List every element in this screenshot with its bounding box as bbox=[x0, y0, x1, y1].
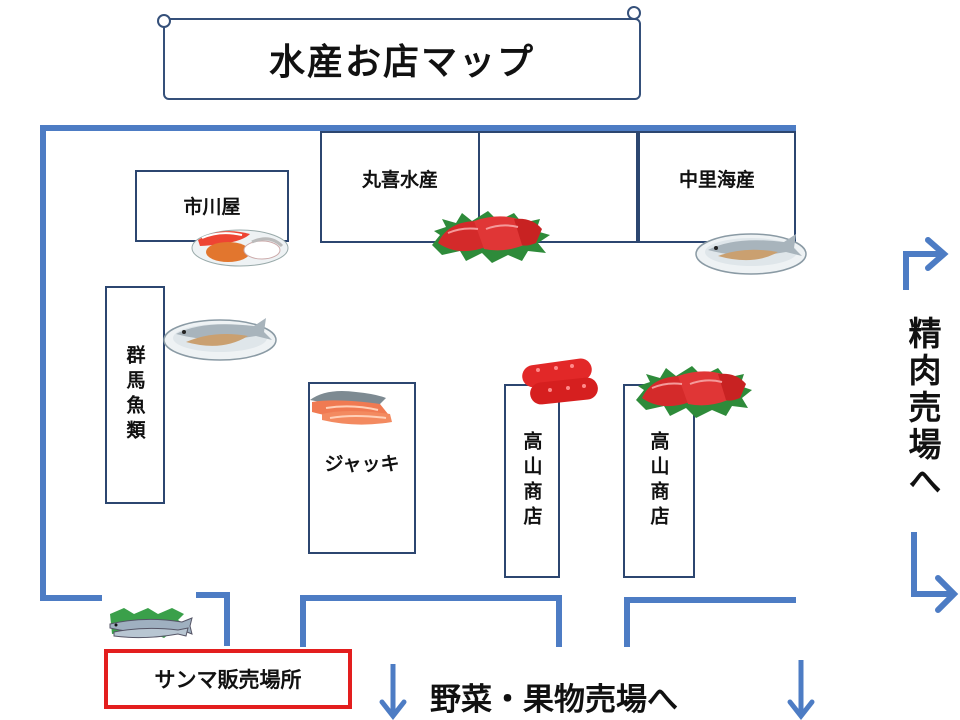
arrow-down-icon bbox=[379, 664, 407, 720]
scroll-curl-decoration bbox=[157, 14, 171, 28]
wall-entrance-left bbox=[224, 592, 230, 646]
wall-bottom-left bbox=[40, 595, 102, 601]
store-takayama-2[interactable]: 高山商店 bbox=[623, 384, 695, 578]
scroll-curl-decoration bbox=[627, 6, 641, 20]
store-gunma-gyorui[interactable]: 群馬魚類 bbox=[105, 286, 165, 504]
dried-fish-plate-icon bbox=[695, 233, 807, 275]
wall-entrance-mid-left bbox=[300, 595, 306, 647]
arrow-right-icon bbox=[903, 237, 949, 290]
sanma-fish-icon bbox=[109, 608, 193, 639]
direction-meat-label: 精肉売場へ bbox=[903, 316, 942, 501]
store-label: 高山商店 bbox=[647, 431, 670, 531]
map-title: 水産お店マップ bbox=[268, 42, 535, 83]
wall-top bbox=[40, 125, 796, 131]
store-label: 市川屋 bbox=[183, 195, 241, 218]
direction-produce-label: 野菜・果物売場へ bbox=[430, 682, 678, 718]
wall-bottom-left-2 bbox=[196, 592, 230, 598]
map-title-banner: 水産お店マップ bbox=[163, 18, 641, 100]
tuna-sashimi-icon bbox=[636, 366, 752, 418]
wall-entrance-mid-right bbox=[556, 595, 562, 647]
dried-fish-plate-icon bbox=[163, 318, 277, 361]
wall-bottom-mid bbox=[300, 595, 562, 601]
sanma-label: サンマ販売場所 bbox=[154, 668, 302, 692]
store-nakazato[interactable]: 中里海産 bbox=[638, 131, 796, 243]
wall-left bbox=[40, 125, 46, 601]
wall-entrance-right bbox=[624, 597, 630, 647]
store-label: 高山商店 bbox=[520, 431, 543, 531]
wall-bottom-right bbox=[624, 597, 796, 603]
arrow-right-icon bbox=[911, 532, 959, 613]
store-takayama-1[interactable]: 高山商店 bbox=[504, 384, 560, 578]
arrow-down-icon bbox=[787, 660, 815, 720]
store-label: ジャッキ bbox=[324, 452, 400, 475]
store-label: 群馬魚類 bbox=[123, 345, 146, 445]
sanma-sale-location[interactable]: サンマ販売場所 bbox=[104, 649, 352, 709]
salmon-slice-icon bbox=[310, 391, 392, 425]
mentaiko-icon bbox=[522, 358, 598, 405]
tuna-sashimi-icon bbox=[432, 211, 550, 263]
store-label: 丸喜水産 bbox=[361, 168, 438, 191]
sashimi-plate-icon bbox=[191, 229, 289, 267]
store-label: 中里海産 bbox=[678, 168, 755, 191]
